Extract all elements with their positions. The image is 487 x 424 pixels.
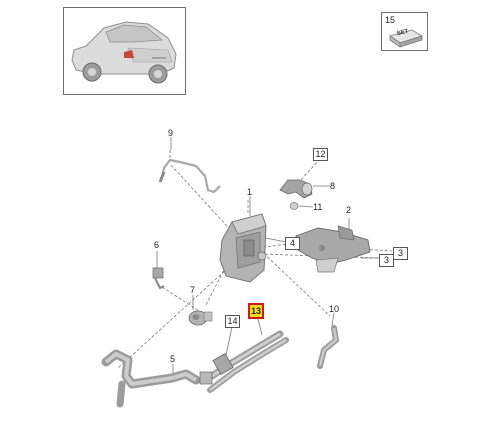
part-6-sensor[interactable] [152,267,165,290]
part-14-clamp[interactable] [199,353,234,385]
part-2-bracket[interactable] [295,225,371,273]
callout-13-highlighted[interactable]: 13 [248,303,264,319]
set-box-icon [389,29,423,48]
callout-4[interactable]: 4 [285,237,300,250]
callout-12[interactable]: 12 [313,148,328,161]
callout-3b[interactable]: 3 [379,254,394,267]
callout-9[interactable]: 9 [168,128,174,138]
set-badge-number: 15 [385,15,396,25]
callout-8[interactable]: 8 [330,181,336,191]
part-8-hose[interactable] [279,179,313,199]
callout-11[interactable]: 11 [313,202,323,212]
callout-5[interactable]: 5 [170,354,176,364]
callout-14[interactable]: 14 [225,315,240,328]
set-badge[interactable]: 15 SET [381,12,428,51]
vehicle-thumbnail[interactable] [63,7,186,95]
part-7-valve[interactable] [188,310,213,326]
callout-10[interactable]: 10 [329,304,340,314]
callout-1[interactable]: 1 [247,187,253,197]
callout-7[interactable]: 7 [190,285,196,295]
callout-3a[interactable]: 3 [393,247,408,260]
callout-2[interactable]: 2 [346,205,352,215]
callout-6[interactable]: 6 [154,240,160,250]
car-icon [71,21,177,84]
part-9-line[interactable] [160,158,221,194]
part-1-unit[interactable] [219,213,267,283]
part-11-nut[interactable] [289,202,299,210]
